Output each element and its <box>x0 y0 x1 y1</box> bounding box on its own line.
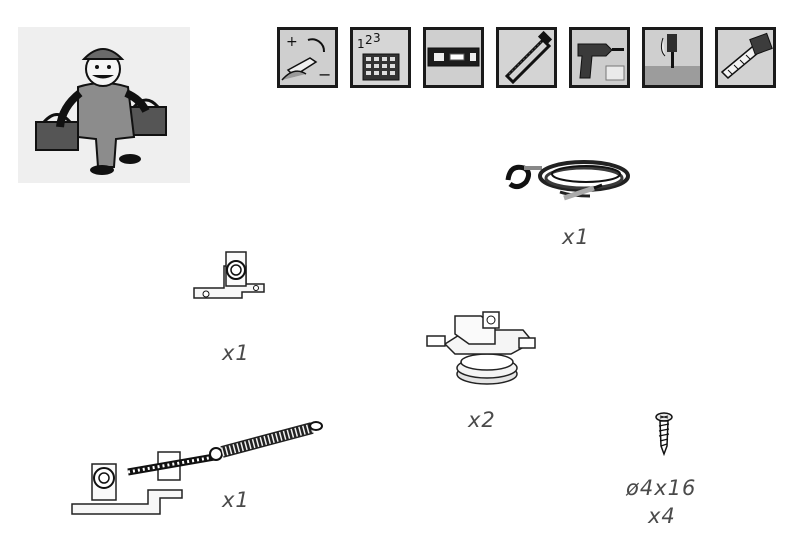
svg-text:2: 2 <box>365 33 373 47</box>
handyman-with-toolboxes-icon <box>35 48 167 175</box>
bracket-quantity: x1 <box>222 341 250 365</box>
spirit-level-icon <box>423 27 484 88</box>
power-drill-icon <box>569 27 630 88</box>
calculator-numbers-icon: 1 2 3 <box>350 27 411 88</box>
roller-trolley-icon <box>425 308 540 397</box>
screwdriver-icon <box>642 27 703 88</box>
steel-cable-icon <box>498 152 638 216</box>
screw-size: ø4x16 <box>626 476 697 500</box>
wrench-adjust-icon: + − <box>277 27 338 88</box>
svg-text:+: + <box>286 34 298 50</box>
svg-text:3: 3 <box>373 31 381 45</box>
screw-quantity: x4 <box>648 504 676 528</box>
spring-quantity: x1 <box>222 488 250 512</box>
svg-text:1: 1 <box>357 37 365 51</box>
cable-quantity: x1 <box>562 225 590 249</box>
svg-text:−: − <box>318 65 331 84</box>
handyman-mascot <box>18 27 190 183</box>
mounting-bracket-icon <box>190 248 270 308</box>
hacksaw-icon <box>496 27 557 88</box>
trolley-quantity: x2 <box>468 408 496 432</box>
tape-measure-icon <box>715 27 776 88</box>
screw-icon <box>654 412 674 460</box>
spring-tensioner-icon <box>68 416 323 525</box>
